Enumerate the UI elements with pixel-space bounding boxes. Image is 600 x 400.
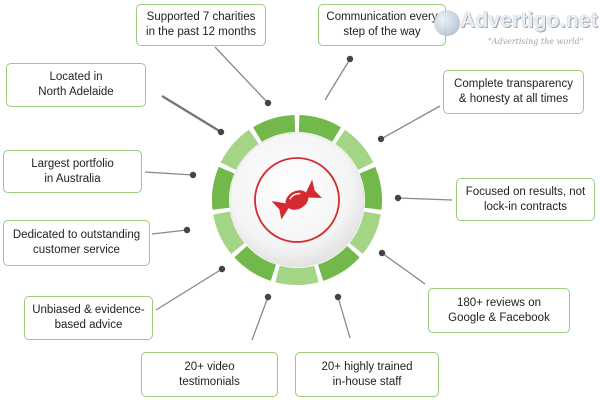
feature-box-results: Focused on results, not lock-in contract… bbox=[456, 178, 595, 221]
ring-segment bbox=[234, 245, 277, 281]
ring-segment bbox=[213, 211, 245, 254]
ring-segment bbox=[349, 211, 381, 254]
ring-segment bbox=[275, 265, 319, 286]
hub-icon-circle bbox=[254, 157, 340, 243]
ring-segment bbox=[359, 166, 382, 210]
connector-dot-adelaide bbox=[217, 128, 225, 136]
connector-dot-results bbox=[394, 194, 402, 202]
feature-box-staff: 20+ highly trained in-house staff bbox=[295, 352, 439, 397]
feature-box-video: 20+ video testimonials bbox=[141, 352, 278, 397]
hub-ring bbox=[212, 115, 382, 286]
ring-segment bbox=[253, 115, 296, 142]
watermark-tagline: "Advertising the world" bbox=[488, 37, 584, 46]
ring-segment bbox=[335, 129, 374, 171]
connector-staff bbox=[337, 296, 351, 339]
candy-icon bbox=[271, 179, 323, 220]
connector-adelaide bbox=[161, 94, 222, 134]
connector-service bbox=[151, 229, 188, 235]
feature-box-reviews: 180+ reviews on Google & Facebook bbox=[428, 288, 570, 333]
connector-charities bbox=[214, 46, 269, 104]
connector-dot-service bbox=[183, 226, 191, 234]
feature-box-transparency: Complete transparency & honesty at all t… bbox=[443, 70, 584, 114]
connector-video bbox=[251, 296, 269, 341]
feature-box-charities: Supported 7 charities in the past 12 mon… bbox=[136, 4, 266, 46]
ring-segment bbox=[317, 245, 360, 281]
feature-box-communication: Communication every step of the way bbox=[318, 4, 446, 46]
ring-segment bbox=[220, 129, 259, 171]
connector-comm bbox=[324, 58, 351, 101]
watermark: Advertigo.net "Advertising the world" bbox=[432, 4, 600, 52]
feature-box-portfolio: Largest portfolio in Australia bbox=[3, 150, 142, 193]
connector-dot-comm bbox=[346, 55, 354, 63]
ring-segment bbox=[298, 115, 341, 142]
connector-dot-staff bbox=[334, 293, 342, 301]
feature-box-service: Dedicated to outstanding customer servic… bbox=[3, 220, 150, 266]
watermark-title: Advertigo.net bbox=[460, 9, 598, 32]
connector-transp bbox=[380, 105, 441, 140]
connector-unbiased bbox=[155, 268, 223, 311]
feature-box-location: Located in North Adelaide bbox=[6, 63, 146, 107]
connector-results bbox=[397, 197, 453, 201]
feature-box-advice: Unbiased & evidence- based advice bbox=[24, 296, 153, 340]
connector-dot-charities bbox=[264, 99, 272, 107]
globe-icon bbox=[434, 10, 460, 36]
connector-reviews bbox=[381, 252, 426, 285]
connector-dot-transp bbox=[377, 135, 385, 143]
connector-lines bbox=[144, 46, 453, 341]
connector-portfolio bbox=[144, 171, 194, 176]
ring-segment bbox=[212, 166, 235, 210]
connector-dot-video bbox=[264, 293, 272, 301]
connector-dot-portfolio bbox=[189, 171, 197, 179]
connector-dot-reviews bbox=[378, 249, 386, 257]
connector-dot-unbiased bbox=[218, 265, 226, 273]
